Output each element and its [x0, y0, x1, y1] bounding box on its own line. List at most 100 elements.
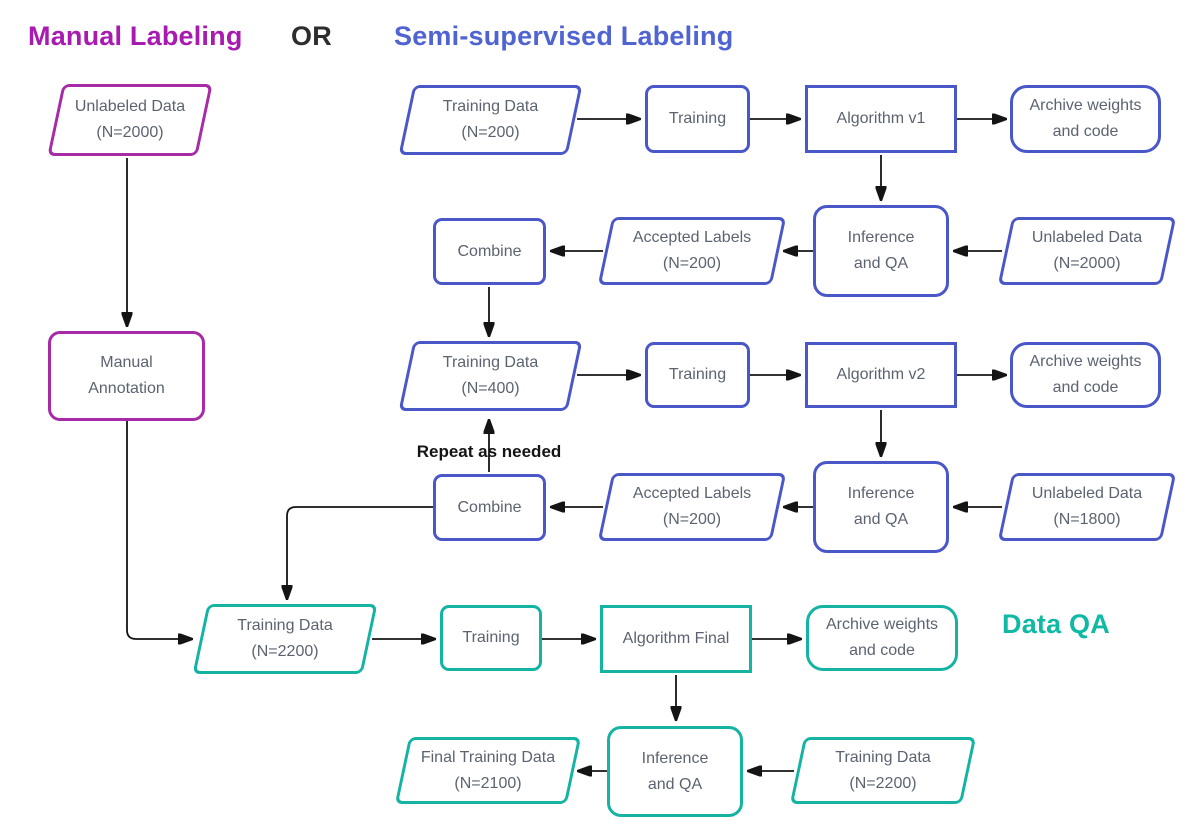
node-label-line: Training Data: [835, 748, 931, 766]
node-label-line: Final Training Data: [420, 748, 556, 766]
node-label-line: Unlabeled Data: [74, 98, 186, 116]
section-title-manual-labeling: Manual Labeling: [28, 21, 243, 51]
node-label: Inference and QA: [813, 205, 949, 297]
rect-shape: [600, 605, 752, 673]
node-archive-weights-2: Archive weights and code: [1010, 342, 1161, 408]
node-label-line: (N=2200): [251, 643, 319, 660]
node-label-line: Training Data: [442, 98, 539, 116]
node-algorithm-final: Algorithm Final: [600, 605, 752, 673]
node-archive-weights-1: Archive weights and code: [1010, 85, 1161, 153]
section-title-semi-supervised-labeling: Semi-supervised Labeling: [394, 21, 734, 51]
node-label: Accepted Labels(N=200): [605, 217, 779, 285]
node-label-line: Archive weights: [1029, 97, 1142, 115]
node-label: Training: [440, 605, 542, 671]
node-label-line: Algorithm v2: [836, 366, 926, 384]
rect-shape: [440, 605, 542, 671]
node-label-line: and code: [1052, 123, 1119, 140]
node-label: Archive weights and code: [1010, 85, 1161, 153]
node-label-line: (N=200): [461, 124, 520, 141]
node-label-line: and QA: [853, 255, 909, 272]
node-label: Unlabeled Data (N=2000): [55, 84, 205, 156]
edge-combine-2-to-training-data-2200: [287, 506, 433, 599]
rect-shape: [813, 205, 949, 297]
rect-shape: [645, 85, 750, 153]
node-label-line: Unlabeled Data: [1031, 229, 1143, 247]
rect-shape: [1010, 85, 1161, 153]
node-label-line: Annotation: [88, 380, 165, 397]
node-label-line: Algorithm v1: [836, 110, 926, 128]
node-label-line: Training: [668, 366, 727, 384]
edge-label-repeat-as-needed: Repeat as needed: [416, 442, 562, 461]
rect-shape: [806, 605, 958, 671]
node-accepted-labels-2: Accepted Labels (N=200): [597, 473, 787, 541]
rect-shape: [48, 331, 205, 421]
rect-shape: [805, 342, 957, 408]
node-label-line: Archive weights: [1029, 353, 1142, 371]
node-label-line: Accepted Labels: [632, 485, 752, 503]
node-label: Inference and QA: [607, 726, 743, 817]
node-label: Unlabeled Data(N=1800): [1005, 473, 1169, 541]
node-label: Training Data(N=400): [406, 341, 575, 411]
node-label-line: Manual: [100, 354, 153, 372]
node-combine-2: Combine: [433, 474, 546, 541]
node-label-line: Combine: [457, 498, 522, 516]
node-label: Algorithm v2: [805, 342, 957, 408]
node-label-line: (N=200): [662, 511, 722, 528]
edge-manual-annotation-to-training-data-2200: [126, 421, 192, 639]
node-label: Archive weights and code: [1010, 342, 1161, 408]
node-label: Training: [645, 85, 750, 153]
node-label-line: Training Data: [237, 617, 333, 635]
node-label-line: Algorithm Final: [622, 630, 730, 648]
node-label-line: Accepted Labels: [632, 229, 752, 247]
rect-shape: [433, 218, 546, 285]
node-label-line: Inference: [847, 229, 915, 247]
node-combine-1: Combine: [433, 218, 546, 285]
node-unlabeled-data-2000-manual: Unlabeled Data (N=2000): [47, 84, 213, 156]
node-label-line: (N=2200): [849, 774, 917, 792]
node-training-1: Training: [645, 85, 750, 153]
node-label-line: and code: [1052, 379, 1119, 396]
node-training-data-200: Training Data (N=200): [398, 85, 583, 155]
section-title-or: OR: [291, 21, 332, 51]
node-label: Algorithm Final: [600, 605, 752, 673]
node-label-line: and QA: [853, 511, 909, 528]
node-final-training-data-2100: Final Training Data (N=2100): [394, 737, 582, 804]
rect-shape: [433, 474, 546, 541]
node-accepted-labels-1: Accepted Labels(N=200): [597, 217, 787, 285]
node-label: Combine: [433, 474, 546, 541]
node-label-line: Combine: [457, 242, 522, 260]
node-label: Training Data (N=200): [406, 85, 575, 155]
node-label: Combine: [433, 218, 546, 285]
node-label-line: and QA: [647, 775, 703, 793]
node-label: Training Data (N=2200): [797, 737, 969, 804]
node-label: Unlabeled Data (N=2000): [1005, 217, 1169, 285]
node-label: Algorithm v1: [805, 85, 957, 153]
node-label-line: (N=1800): [1053, 511, 1121, 528]
rect-shape: [645, 342, 750, 408]
node-training-data-2200-a: Training Data (N=2200): [192, 604, 378, 674]
node-label: Training Data (N=2200): [200, 604, 370, 674]
node-algorithm-v1: Algorithm v1: [805, 85, 957, 153]
rect-shape: [813, 461, 949, 553]
node-unlabeled-data-2000-semi: Unlabeled Data (N=2000): [997, 217, 1177, 285]
node-label-line: (N=2000): [1053, 255, 1121, 272]
node-training-data-2200-b: Training Data (N=2200): [789, 737, 977, 804]
node-label-line: (N=2100): [454, 774, 522, 792]
node-label-line: (N=2000): [96, 124, 164, 141]
node-label: Training: [645, 342, 750, 408]
node-label: Accepted Labels (N=200): [605, 473, 779, 541]
node-label: Final Training Data (N=2100): [402, 737, 574, 804]
node-unlabeled-data-1800: Unlabeled Data(N=1800): [997, 473, 1177, 541]
node-label-line: Archive weights: [825, 616, 939, 634]
node-inference-qa-1: Inference and QA: [813, 205, 949, 297]
rect-shape: [607, 726, 743, 817]
node-label-line: Inference: [641, 749, 709, 767]
